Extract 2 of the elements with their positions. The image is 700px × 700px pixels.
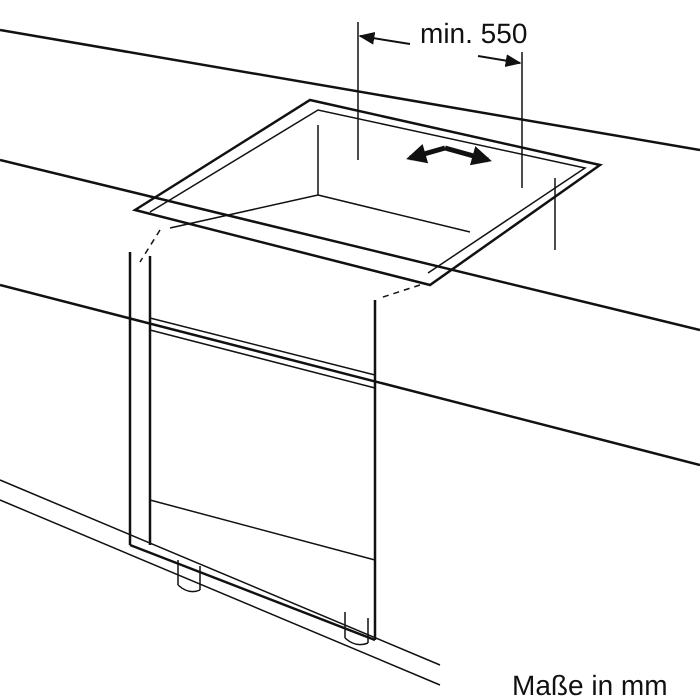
units-note: Maße in mm [512, 672, 668, 700]
dimension-label: min. 550 [420, 20, 528, 48]
